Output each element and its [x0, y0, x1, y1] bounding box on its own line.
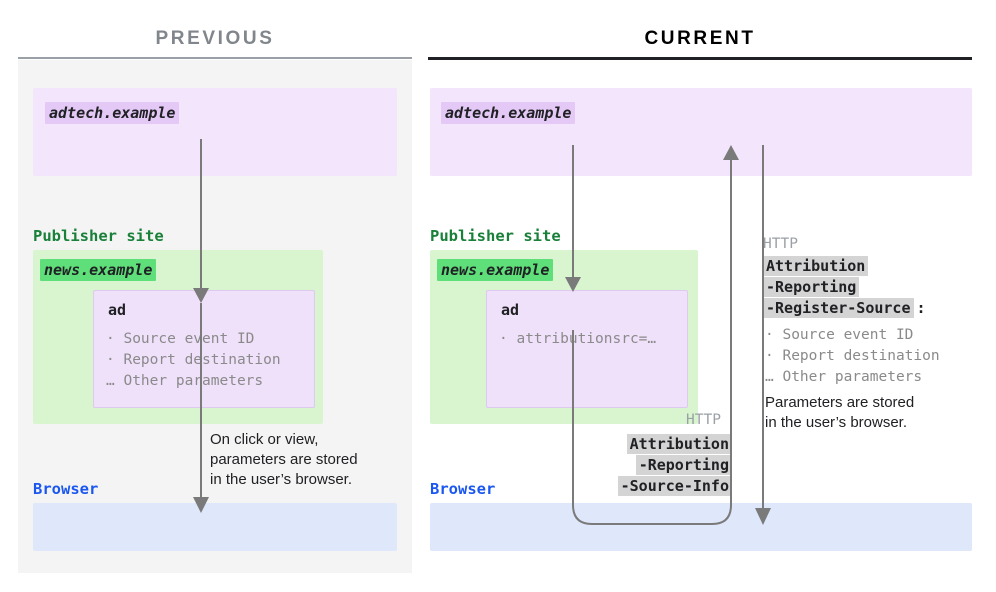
request-header-line-2: -Reporting [608, 455, 732, 475]
storage-note-previous: On click or view, parameters are stored … [210, 431, 358, 488]
response-header-line-1: Attribution [763, 256, 869, 276]
browser-label-current: Browser [430, 480, 496, 498]
response-header-line-3: -Register-Source: [763, 298, 926, 318]
panel-previous: adtech.example Publisher site news.examp… [18, 60, 412, 573]
publisher-domain-chip-previous: news.example [40, 259, 157, 281]
ad-card-parameters-previous: · Source event ID · Report destination …… [106, 331, 281, 389]
adtech-domain-chip-current: adtech.example [441, 102, 576, 124]
column-divider-current [428, 57, 972, 60]
browser-zone-previous [33, 503, 397, 551]
response-header-token-1: Attribution [763, 256, 869, 276]
response-header-line-2: -Reporting [763, 277, 860, 297]
adtech-domain-chip-previous: adtech.example [45, 102, 180, 124]
publisher-domain-chip-current: news.example [437, 259, 554, 281]
browser-zone-current [430, 503, 972, 551]
response-header-parameters: · Source event ID · Report destination …… [765, 327, 940, 385]
browser-label-previous: Browser [33, 480, 99, 498]
ad-card-previous: ad · Source event ID · Report destinatio… [93, 290, 315, 408]
response-header-token-3: -Register-Source [763, 298, 914, 318]
column-title-current: CURRENT [644, 28, 756, 49]
column-divider-previous [18, 57, 412, 59]
column-title-previous: PREVIOUS [155, 28, 275, 49]
request-header-token-1: Attribution [626, 434, 732, 454]
response-header-token-2: -Reporting [763, 277, 860, 297]
ad-card-current: ad · attributionsrc=… [486, 290, 688, 408]
publisher-site-label-previous: Publisher site [33, 227, 164, 245]
request-header-token-3: -Source-Info [617, 476, 732, 496]
response-header-colon: : [916, 299, 926, 317]
request-header-token-2: -Reporting [635, 455, 732, 475]
http-kicker-response: HTTP [763, 236, 798, 252]
panel-current: adtech.example Publisher site news.examp… [428, 60, 972, 573]
storage-note-current: Parameters are stored in the user’s brow… [765, 394, 915, 431]
ad-card-title-previous: ad [108, 301, 127, 319]
ad-card-parameters-current: · attributionsrc=… [499, 331, 657, 347]
http-kicker-request: HTTP [686, 412, 721, 428]
request-header-line-1: Attribution [608, 434, 732, 454]
ad-card-title-current: ad [501, 301, 520, 319]
publisher-site-label-current: Publisher site [430, 227, 561, 245]
request-header-line-3: -Source-Info [608, 476, 732, 496]
